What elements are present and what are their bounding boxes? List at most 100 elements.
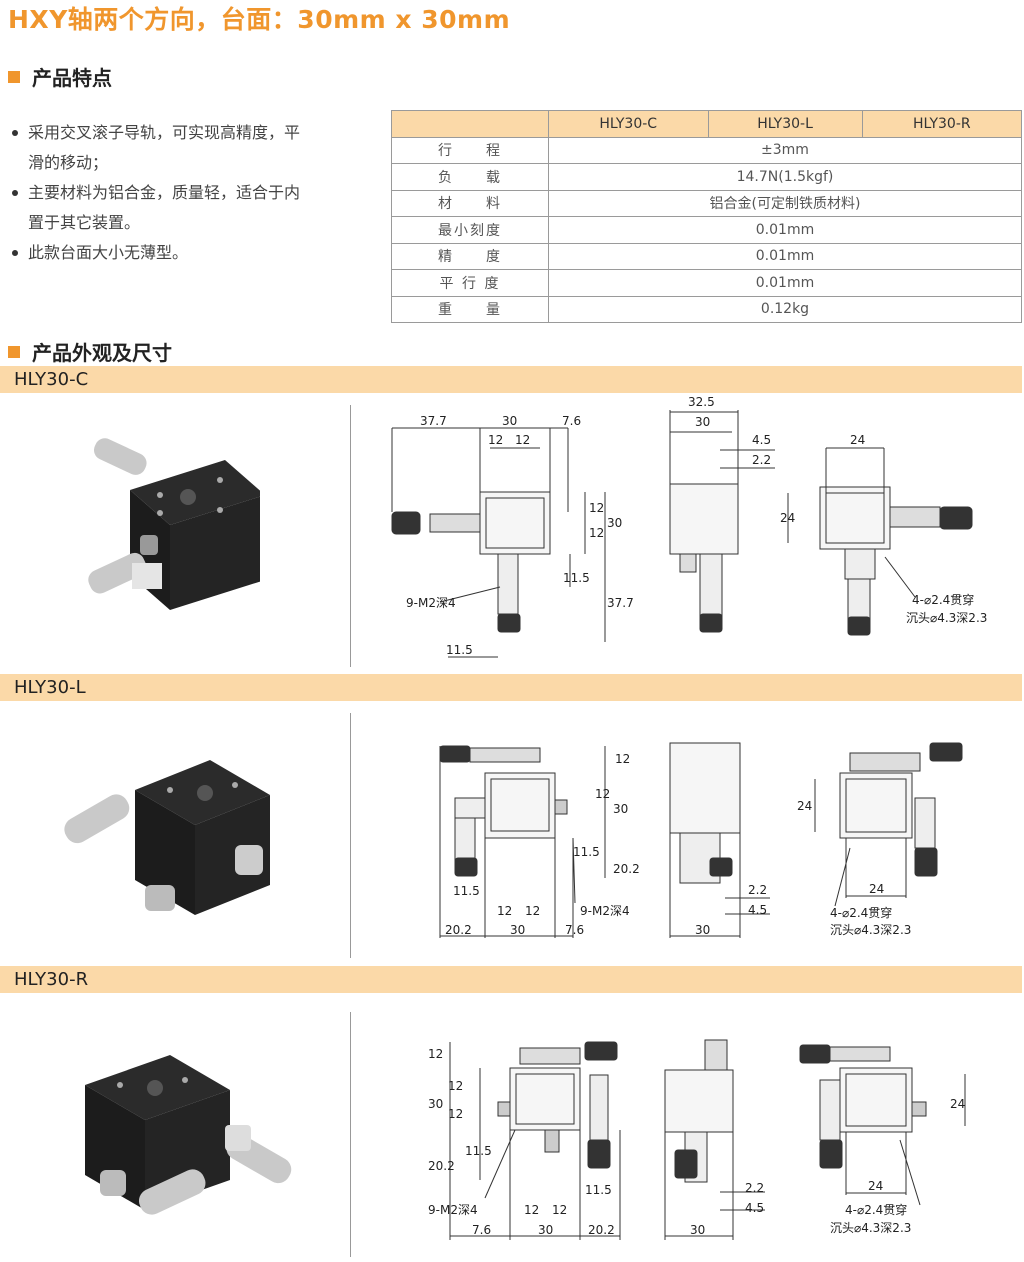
hole-label: 4-⌀2.4贯穿 [845, 1202, 907, 1217]
model-bar-c: HLY30-C [0, 366, 1022, 393]
dim-label: 30 [428, 1097, 443, 1111]
features-heading-text: 产品特点 [32, 66, 112, 90]
dim-label: 7.6 [472, 1223, 491, 1237]
dim-label: 4.5 [748, 903, 767, 917]
dim-label: 20.2 [588, 1223, 615, 1237]
dim-label: 12 [515, 433, 530, 447]
dim-label: 7.6 [562, 414, 581, 428]
page-title: HXY轴两个方向，台面：30mm x 30mm [8, 5, 511, 34]
product-photo-c [88, 438, 260, 610]
screw-label: 9-M2深4 [428, 1203, 478, 1217]
spec-header-row: HLY30-C HLY30-L HLY30-R [391, 110, 1023, 138]
dim-label: 11.5 [585, 1183, 612, 1197]
spec-header-model: HLY30-R [861, 110, 1023, 138]
hole-label: 沉头⌀4.3深2.3 [830, 1221, 911, 1235]
screw-label: 9-M2深4 [406, 596, 456, 610]
spec-header-model: HLY30-L [707, 110, 863, 138]
spec-label: 材 料 [391, 189, 549, 217]
spec-label: 负 载 [391, 163, 549, 191]
features-heading: 产品特点 [8, 62, 112, 91]
heading-square-icon [8, 70, 20, 83]
spec-label: 平 行 度 [391, 269, 549, 297]
dim-label: 24 [850, 433, 865, 447]
dim-label: 2.2 [752, 453, 771, 467]
dim-label: 30 [538, 1223, 553, 1237]
drawing-r: 12 12 30 12 11.5 20.2 11.5 9-M2深4 12 12 … [428, 1039, 966, 1240]
heading-square-icon [8, 345, 20, 358]
dim-label: 12 [595, 787, 610, 801]
dim-label: 37.7 [607, 596, 634, 610]
dim-label: 11.5 [573, 845, 600, 859]
spec-header-model: HLY30-C [548, 110, 709, 138]
spec-value: 0.01mm [548, 216, 1022, 244]
hole-label: 4-⌀2.4贯穿 [830, 905, 892, 920]
dim-label: 30 [690, 1223, 705, 1237]
screw-label: 9-M2深4 [580, 904, 630, 918]
feature-item: 采用交叉滚子导轨，可实现高精度，平滑的移动； [10, 118, 310, 178]
stage-photo-r [85, 1055, 292, 1215]
dim-label: 30 [695, 923, 710, 937]
hole-label: 4-⌀2.4贯穿 [912, 592, 974, 607]
dim-label: 12 [448, 1107, 463, 1121]
feature-list: 采用交叉滚子导轨，可实现高精度，平滑的移动； 主要材料为铝合金，质量轻，适合于内… [10, 118, 310, 268]
spec-label: 最小刻度 [391, 216, 549, 244]
appearance-heading: 产品外观及尺寸 [8, 337, 172, 366]
spec-value: 0.12kg [548, 295, 1022, 323]
hole-label: 沉头⌀4.3深2.3 [906, 611, 987, 625]
divider [350, 1012, 351, 1257]
spec-label: 行 程 [391, 136, 549, 164]
dim-label: 20.2 [428, 1159, 455, 1173]
dim-label: 24 [869, 882, 884, 896]
divider [350, 405, 351, 667]
stage-photo-c [88, 438, 260, 610]
dim-label: 20.2 [613, 862, 640, 876]
dim-label: 2.2 [748, 883, 767, 897]
dim-label: 11.5 [446, 643, 473, 657]
product-photo-l [64, 760, 270, 915]
hole-label: 沉头⌀4.3深2.3 [830, 923, 911, 937]
appearance-heading-text: 产品外观及尺寸 [32, 341, 172, 365]
dim-label: 11.5 [465, 1144, 492, 1158]
dim-label: 32.5 [688, 395, 715, 409]
dim-label: 12 [488, 433, 503, 447]
dim-label: 12 [615, 752, 630, 766]
model-bar-r: HLY30-R [0, 966, 1022, 993]
divider [350, 713, 351, 958]
dim-label: 37.7 [420, 414, 447, 428]
drawing-l: 12 12 30 11.5 20.2 11.5 12 12 9-M2深4 20.… [439, 742, 963, 938]
dim-label: 12 [525, 904, 540, 918]
dim-label: 24 [797, 799, 812, 813]
spec-value: 铝合金(可定制铁质材料) [548, 189, 1022, 217]
spec-row: 材 料铝合金(可定制铁质材料) [391, 189, 1022, 217]
dim-label: 12 [428, 1047, 443, 1061]
dim-label: 24 [868, 1179, 883, 1193]
dim-label: 12 [589, 501, 604, 515]
feature-item: 主要材料为铝合金，质量轻，适合于内置于其它装置。 [10, 178, 310, 238]
spec-label: 重 量 [391, 295, 549, 323]
dim-label: 30 [510, 923, 525, 937]
dim-label: 12 [497, 904, 512, 918]
model-bar-l: HLY30-L [0, 674, 1022, 701]
dim-label: 24 [950, 1097, 965, 1111]
dim-label: 2.2 [745, 1181, 764, 1195]
dim-label: 4.5 [745, 1201, 764, 1215]
dim-label: 12 [448, 1079, 463, 1093]
spec-header-empty [391, 110, 549, 138]
dim-label: 11.5 [563, 571, 590, 585]
spec-row: 行 程±3mm [391, 136, 1022, 164]
dim-label: 30 [607, 516, 622, 530]
dim-label: 20.2 [445, 923, 472, 937]
dim-label: 30 [502, 414, 517, 428]
stage-photo-l [64, 760, 270, 915]
dim-label: 4.5 [752, 433, 771, 447]
dim-label: 12 [552, 1203, 567, 1217]
product-photo-r [85, 1055, 292, 1215]
dim-label: 30 [695, 415, 710, 429]
spec-value: 0.01mm [548, 269, 1022, 297]
dim-label: 24 [780, 511, 795, 525]
